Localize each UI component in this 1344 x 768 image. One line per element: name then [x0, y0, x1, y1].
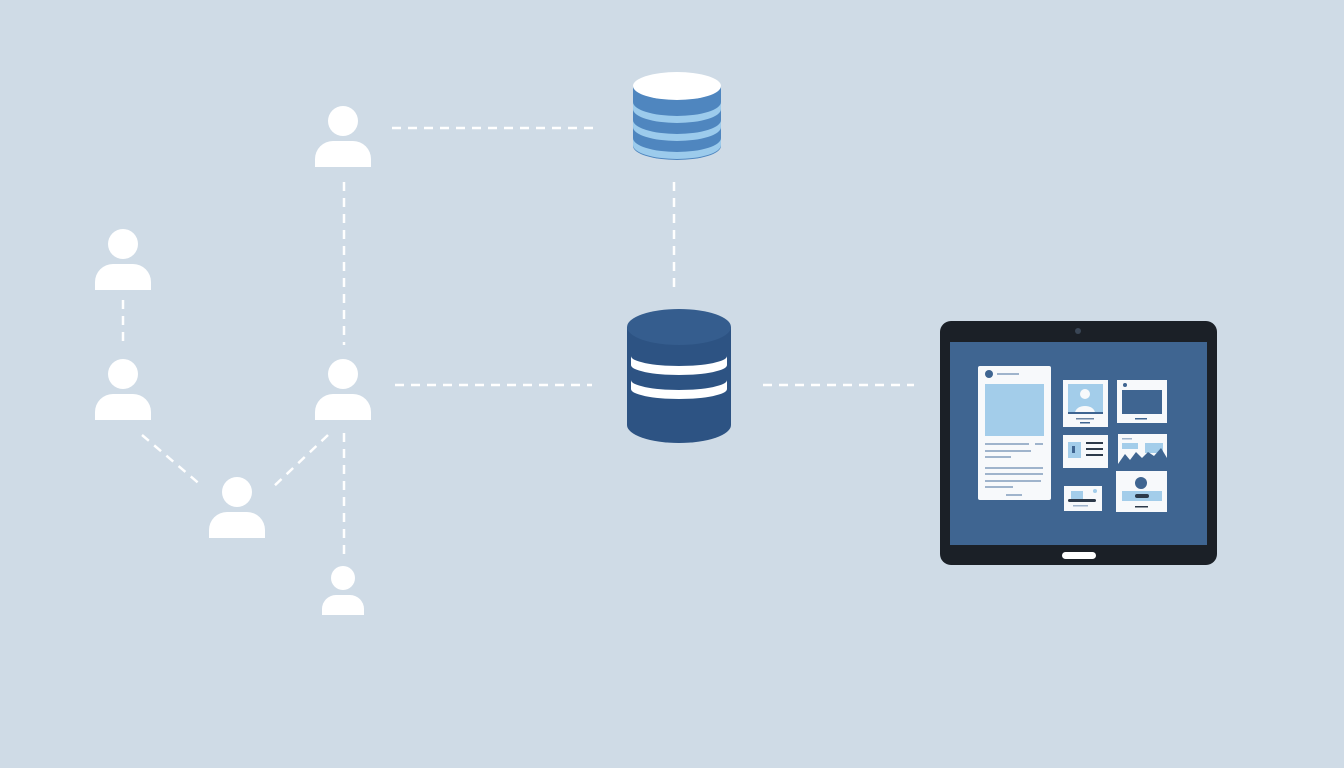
video-card	[1117, 380, 1167, 423]
user-icon	[95, 359, 151, 420]
connectors	[121, 126, 914, 556]
database-icon-dark	[627, 309, 731, 443]
tablet-device	[940, 321, 1217, 565]
user-icon	[315, 106, 371, 167]
user-icon	[315, 359, 371, 420]
profile-card	[1063, 380, 1108, 427]
user-icon	[322, 566, 364, 615]
connector-user4-user5	[271, 434, 329, 489]
camera-icon	[1075, 328, 1081, 334]
image-card	[1064, 486, 1102, 511]
user-card	[1116, 471, 1167, 512]
home-button	[1062, 552, 1096, 559]
connector-user3-user5	[141, 434, 203, 487]
user-icon	[95, 229, 151, 290]
contact-card	[1063, 435, 1108, 468]
user-icon	[209, 477, 265, 538]
article-card	[978, 366, 1051, 500]
chart-card	[1118, 434, 1167, 464]
database-icon-light	[633, 72, 721, 160]
